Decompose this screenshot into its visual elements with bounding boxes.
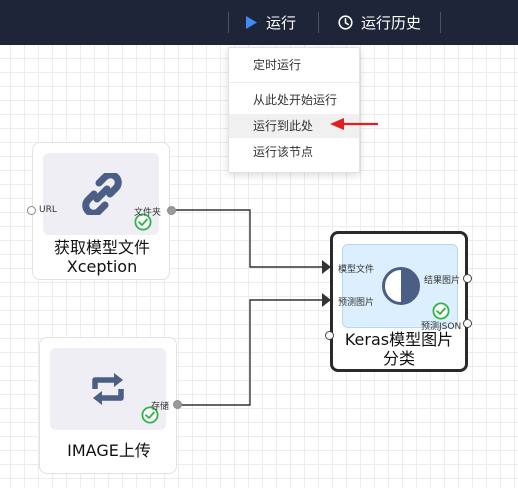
edge-folder-to-model-file[interactable] bbox=[176, 209, 322, 268]
port-label-predict-image: 预测图片 bbox=[338, 298, 375, 308]
run-label: 运行 bbox=[266, 14, 297, 32]
toolbar-divider bbox=[228, 12, 229, 33]
input-port-extra[interactable] bbox=[325, 331, 334, 340]
node-keras-image-classify[interactable]: Keras模型图片 分类 bbox=[330, 231, 468, 372]
node-title: 获取模型文件 Xception bbox=[53, 238, 150, 276]
output-port-folder[interactable] bbox=[167, 206, 176, 215]
menu-item-run-this-node[interactable]: 运行该节点 bbox=[253, 145, 314, 159]
run-history-button[interactable]: 运行历史 bbox=[338, 0, 421, 45]
play-icon bbox=[245, 15, 258, 30]
top-toolbar: 运行 运行历史 bbox=[0, 0, 518, 45]
node-image-upload[interactable]: IMAGE上传 bbox=[39, 337, 177, 474]
run-button[interactable]: 运行 bbox=[245, 0, 296, 45]
menu-item-scheduled-run[interactable]: 定时运行 bbox=[253, 58, 302, 72]
success-check-icon bbox=[432, 302, 450, 324]
port-label-url: URL bbox=[39, 205, 57, 215]
link-icon bbox=[82, 173, 122, 215]
run-history-label: 运行历史 bbox=[361, 14, 422, 32]
red-arrow-icon bbox=[330, 118, 378, 130]
edge-arrowhead bbox=[322, 260, 331, 274]
port-label-model-file: 模型文件 bbox=[338, 265, 375, 275]
input-port-url[interactable] bbox=[27, 206, 36, 215]
port-label-predict-json: 预测JSON bbox=[421, 322, 462, 332]
node-title: IMAGE上传 bbox=[67, 441, 151, 460]
success-check-icon bbox=[134, 213, 152, 235]
half-circle-icon bbox=[382, 267, 420, 305]
toolbar-divider bbox=[440, 12, 441, 33]
port-label-result-image: 结果图片 bbox=[424, 276, 461, 286]
output-port-result-image[interactable] bbox=[463, 274, 472, 283]
sync-arrows-icon bbox=[92, 373, 124, 405]
run-dropdown-menu: 定时运行 从此处开始运行 运行到此处 运行该节点 bbox=[228, 47, 360, 173]
success-check-icon bbox=[141, 406, 159, 428]
port-label-folder: 文件夹 bbox=[134, 208, 162, 218]
output-port-storage[interactable] bbox=[173, 400, 182, 409]
node-fetch-model-file[interactable]: 获取模型文件 Xception bbox=[32, 142, 170, 280]
edge-storage-to-predict-image[interactable] bbox=[181, 299, 322, 406]
toolbar-divider bbox=[318, 12, 319, 33]
port-label-storage: 存储 bbox=[151, 402, 170, 412]
node-title: Keras模型图片 分类 bbox=[344, 330, 454, 368]
edge-arrowhead bbox=[322, 293, 331, 307]
clock-icon bbox=[338, 15, 353, 30]
menu-divider bbox=[229, 82, 359, 83]
output-port-predict-json[interactable] bbox=[463, 319, 472, 328]
menu-item-run-from-here[interactable]: 从此处开始运行 bbox=[253, 93, 338, 107]
